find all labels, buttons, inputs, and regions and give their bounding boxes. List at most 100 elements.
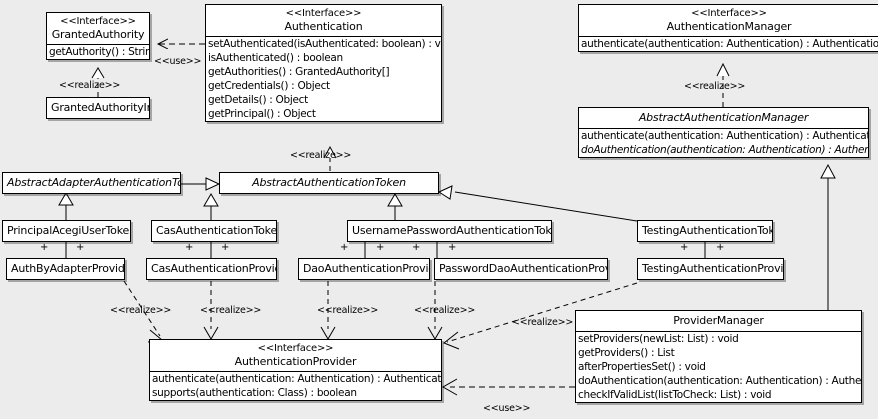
members-compartment: authenticate(authentication: Authenticat… bbox=[150, 372, 441, 400]
association-plus-marker: + bbox=[680, 242, 689, 253]
class-abstract-adapter-authentication-token[interactable]: AbstractAdapterAuthenticationToken bbox=[2, 172, 181, 194]
class-header: <<Interface>> Authentication bbox=[206, 5, 441, 36]
member-row: getPrincipal() : Object bbox=[208, 108, 316, 120]
edge-label-realize-cas-authentication-provider: <<realize>> bbox=[200, 305, 262, 316]
class-granted-authority[interactable]: <<Interface>> GrantedAuthority getAuthor… bbox=[46, 12, 150, 60]
association-plus-marker: + bbox=[448, 242, 457, 253]
class-name: AuthByAdapterProvider bbox=[11, 262, 125, 275]
member-row: getProviders() : List bbox=[578, 347, 675, 359]
edge-label-realize-password-dao-authentication-provider: <<realize>> bbox=[414, 305, 476, 316]
class-cas-authentication-provider[interactable]: CasAuthenticationProvider bbox=[146, 258, 277, 280]
class-password-dao-authentication-provider[interactable]: PasswordDaoAuthenticationProvider bbox=[434, 258, 608, 280]
class-header: AbstractAuthenticationToken bbox=[220, 173, 438, 193]
class-header: AbstractAuthenticationManager bbox=[579, 108, 868, 128]
association-plus-marker: + bbox=[376, 242, 385, 253]
class-username-password-authentication-token[interactable]: UsernamePasswordAuthenticationToken bbox=[347, 220, 552, 242]
class-auth-by-adapter-provider[interactable]: AuthByAdapterProvider bbox=[6, 258, 125, 280]
class-name: TestingAuthenticationToken bbox=[642, 224, 773, 237]
class-name: AbstractAuthenticationToken bbox=[252, 176, 406, 189]
class-provider-manager[interactable]: ProviderManager setProviders(newList: Li… bbox=[575, 310, 862, 403]
association-plus-marker: + bbox=[185, 242, 194, 253]
edge-label-realize-abstract-authentication-token: <<realize>> bbox=[290, 150, 352, 161]
class-header: CasAuthenticationProvider bbox=[147, 259, 276, 279]
class-header: GrantedAuthorityImpl bbox=[47, 98, 149, 118]
class-cas-authentication-token[interactable]: CasAuthenticationToken bbox=[151, 220, 277, 242]
class-name: UsernamePasswordAuthenticationToken bbox=[352, 224, 552, 237]
class-header: PrincipalAcegiUserToken bbox=[3, 221, 130, 241]
separator bbox=[579, 128, 868, 129]
class-name: AbstractAuthenticationManager bbox=[638, 111, 809, 124]
class-header: AuthByAdapterProvider bbox=[7, 259, 124, 279]
class-header: DaoAuthenticationProvider bbox=[299, 259, 429, 279]
member-row: getAuthorities() : GrantedAuthority[] bbox=[208, 66, 390, 78]
class-principal-acegi-user-token[interactable]: PrincipalAcegiUserToken bbox=[2, 220, 131, 242]
class-name: CasAuthenticationProvider bbox=[151, 262, 276, 275]
separator bbox=[206, 36, 441, 37]
class-name: ProviderManager bbox=[673, 314, 764, 327]
separator bbox=[47, 44, 149, 45]
association-plus-marker: + bbox=[716, 242, 725, 253]
class-name: PrincipalAcegiUserToken bbox=[7, 224, 131, 237]
member-row: doAuthentication(authentication: Authent… bbox=[581, 144, 868, 156]
separator bbox=[579, 36, 878, 37]
member-row: authenticate(authentication: Authenticat… bbox=[152, 373, 442, 385]
class-name: CasAuthenticationToken bbox=[156, 224, 277, 237]
class-name: TestingAuthenticationProvider bbox=[642, 262, 784, 275]
class-name: AuthenticationManager bbox=[666, 20, 792, 33]
edge-label-realize-provider-manager: <<realize>> bbox=[512, 317, 574, 328]
class-header: <<Interface>> AuthenticationManager bbox=[579, 5, 878, 36]
edge-label-realize-auth-by-adapter-provider: <<realize>> bbox=[110, 305, 172, 316]
members-compartment: authenticate(authentication: Authenticat… bbox=[579, 37, 878, 51]
edge-label-use-provider-manager: <<use>> bbox=[483, 403, 531, 414]
edge-label-realize-granted-authority-impl: <<realize>> bbox=[59, 80, 121, 91]
members-compartment: setProviders(newList: List) : void getPr… bbox=[576, 332, 861, 402]
members-compartment: authenticate(authentication: Authenticat… bbox=[579, 129, 868, 157]
class-name: GrantedAuthorityImpl bbox=[51, 101, 149, 114]
class-authentication-manager[interactable]: <<Interface>> AuthenticationManager auth… bbox=[578, 4, 878, 52]
separator bbox=[150, 371, 441, 372]
class-name: PasswordDaoAuthenticationProvider bbox=[439, 262, 607, 275]
member-row: getDetails() : Object bbox=[208, 94, 308, 106]
association-plus-marker: + bbox=[76, 242, 85, 253]
class-testing-authentication-provider[interactable]: TestingAuthenticationProvider bbox=[637, 258, 784, 280]
class-granted-authority-impl[interactable]: GrantedAuthorityImpl bbox=[46, 97, 150, 119]
class-name: Authentication bbox=[284, 20, 363, 33]
class-header: PasswordDaoAuthenticationProvider bbox=[435, 259, 607, 279]
class-name: GrantedAuthority bbox=[51, 28, 145, 41]
class-abstract-authentication-manager[interactable]: AbstractAuthenticationManager authentica… bbox=[578, 107, 869, 158]
class-testing-authentication-token[interactable]: TestingAuthenticationToken bbox=[637, 220, 773, 242]
member-row: setAuthenticated(isAuthenticated: boolea… bbox=[208, 38, 442, 50]
edge-label-realize-dao-authentication-provider: <<realize>> bbox=[317, 305, 379, 316]
edge-label-realize-abstract-authentication-manager: <<realize>> bbox=[684, 81, 746, 92]
class-header: ProviderManager bbox=[576, 311, 861, 331]
member-row: getAuthority() : String bbox=[49, 46, 150, 58]
class-header: TestingAuthenticationToken bbox=[638, 221, 772, 241]
class-authentication[interactable]: <<Interface>> Authentication setAuthenti… bbox=[205, 4, 442, 122]
member-row: authenticate(authentication: Authenticat… bbox=[581, 130, 869, 142]
member-row: checkIfValidList(listToCheck: List) : vo… bbox=[578, 389, 772, 401]
class-abstract-authentication-token[interactable]: AbstractAuthenticationToken bbox=[219, 172, 439, 194]
class-header: UsernamePasswordAuthenticationToken bbox=[348, 221, 551, 241]
member-row: isAuthenticated() : boolean bbox=[208, 52, 343, 64]
member-row: setProviders(newList: List) : void bbox=[578, 333, 739, 345]
class-dao-authentication-provider[interactable]: DaoAuthenticationProvider bbox=[298, 258, 430, 280]
member-row: authenticate(authentication: Authenticat… bbox=[581, 38, 878, 50]
association-plus-marker: + bbox=[221, 242, 230, 253]
member-row: doAuthentication(authentication: Authent… bbox=[578, 375, 862, 387]
association-plus-marker: + bbox=[412, 242, 421, 253]
class-header: AbstractAdapterAuthenticationToken bbox=[3, 173, 180, 193]
members-compartment: getAuthority() : String bbox=[47, 45, 149, 59]
association-plus-marker: + bbox=[340, 242, 349, 253]
member-row: getCredentials() : Object bbox=[208, 80, 330, 92]
stereotype-label: <<Interface>> bbox=[257, 343, 334, 354]
class-header: <<Interface>> GrantedAuthority bbox=[47, 13, 149, 44]
class-name: DaoAuthenticationProvider bbox=[303, 262, 429, 275]
class-header: CasAuthenticationToken bbox=[152, 221, 276, 241]
edge-label-use-granted-authority: <<use>> bbox=[154, 56, 202, 67]
stereotype-label: <<Interface>> bbox=[60, 16, 136, 27]
stereotype-label: <<Interface>> bbox=[691, 8, 767, 19]
member-row: afterPropertiesSet() : void bbox=[578, 361, 706, 373]
class-header: <<Interface>> AuthenticationProvider bbox=[150, 340, 441, 371]
class-header: TestingAuthenticationProvider bbox=[638, 259, 783, 279]
class-authentication-provider[interactable]: <<Interface>> AuthenticationProvider aut… bbox=[149, 339, 442, 401]
